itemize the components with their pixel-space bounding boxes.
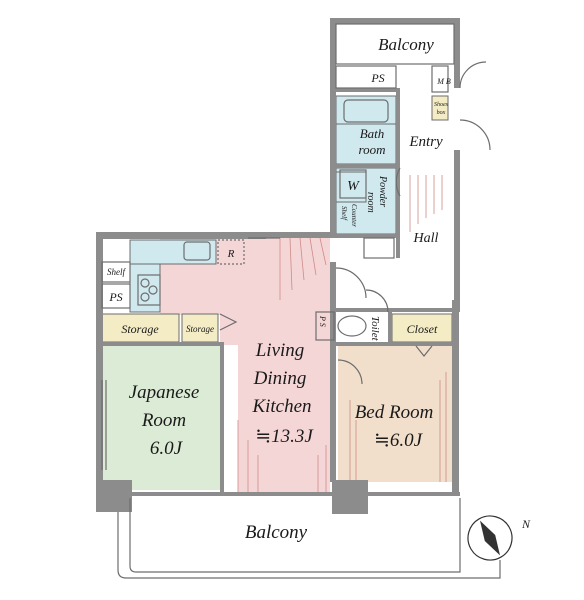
counter-shelf-label-1: Counter	[350, 204, 358, 227]
north-arrow-icon	[467, 515, 513, 561]
bath-label-2: room	[359, 142, 386, 157]
hall-label: Hall	[413, 231, 439, 246]
storage-1-label: Storage	[121, 322, 159, 336]
balcony-top-label: Balcony	[378, 35, 434, 54]
bedroom-area-label: ≒6.0J	[374, 430, 424, 451]
shoes-box-fill	[431, 95, 449, 121]
japanese-room-fill	[102, 345, 220, 490]
ps-left-label: PS	[108, 290, 122, 304]
bedroom-label: Bed Room	[355, 402, 434, 423]
mb-label: M B	[436, 77, 451, 86]
balcony-bottom-label: Balcony	[245, 522, 308, 543]
outlines	[101, 23, 501, 579]
shoes-box-label-2: box	[437, 110, 446, 116]
powder-room-label-1: Powder	[377, 175, 388, 207]
closet-label: Closet	[407, 322, 438, 336]
washer-label: W	[347, 179, 360, 194]
fridge-label: R	[227, 248, 235, 260]
ldk-label-1: Living	[255, 340, 305, 361]
ldk-label-2: Dining	[253, 368, 307, 389]
counter-shelf-label-2: Shelf	[340, 206, 348, 221]
ps-small-label: P S	[318, 315, 327, 327]
ldk-hatching	[237, 175, 447, 492]
walls	[96, 18, 460, 514]
japanese-room-label-1: Japanese	[129, 382, 200, 403]
shoes-box-label-1: Shoes	[434, 102, 449, 108]
ldk-fill	[160, 238, 330, 492]
toilet-label: Toilet	[369, 316, 381, 342]
powder-room-label-2: room	[365, 192, 376, 213]
ldk-area-label: ≒13.3J	[255, 426, 314, 447]
japanese-room-label-2: Room	[141, 410, 186, 431]
shelf-label: Shelf	[107, 267, 126, 277]
bedroom-fill	[338, 342, 453, 482]
japanese-room-area-label: 6.0J	[150, 438, 184, 459]
bath-label-1: Bath	[360, 126, 385, 141]
compass-north-label: N	[521, 517, 531, 531]
ps-top-label: PS	[370, 71, 384, 85]
entry-label: Entry	[408, 134, 443, 150]
storage-2-label: Storage	[186, 324, 214, 334]
ldk-label-3: Kitchen	[251, 396, 311, 417]
